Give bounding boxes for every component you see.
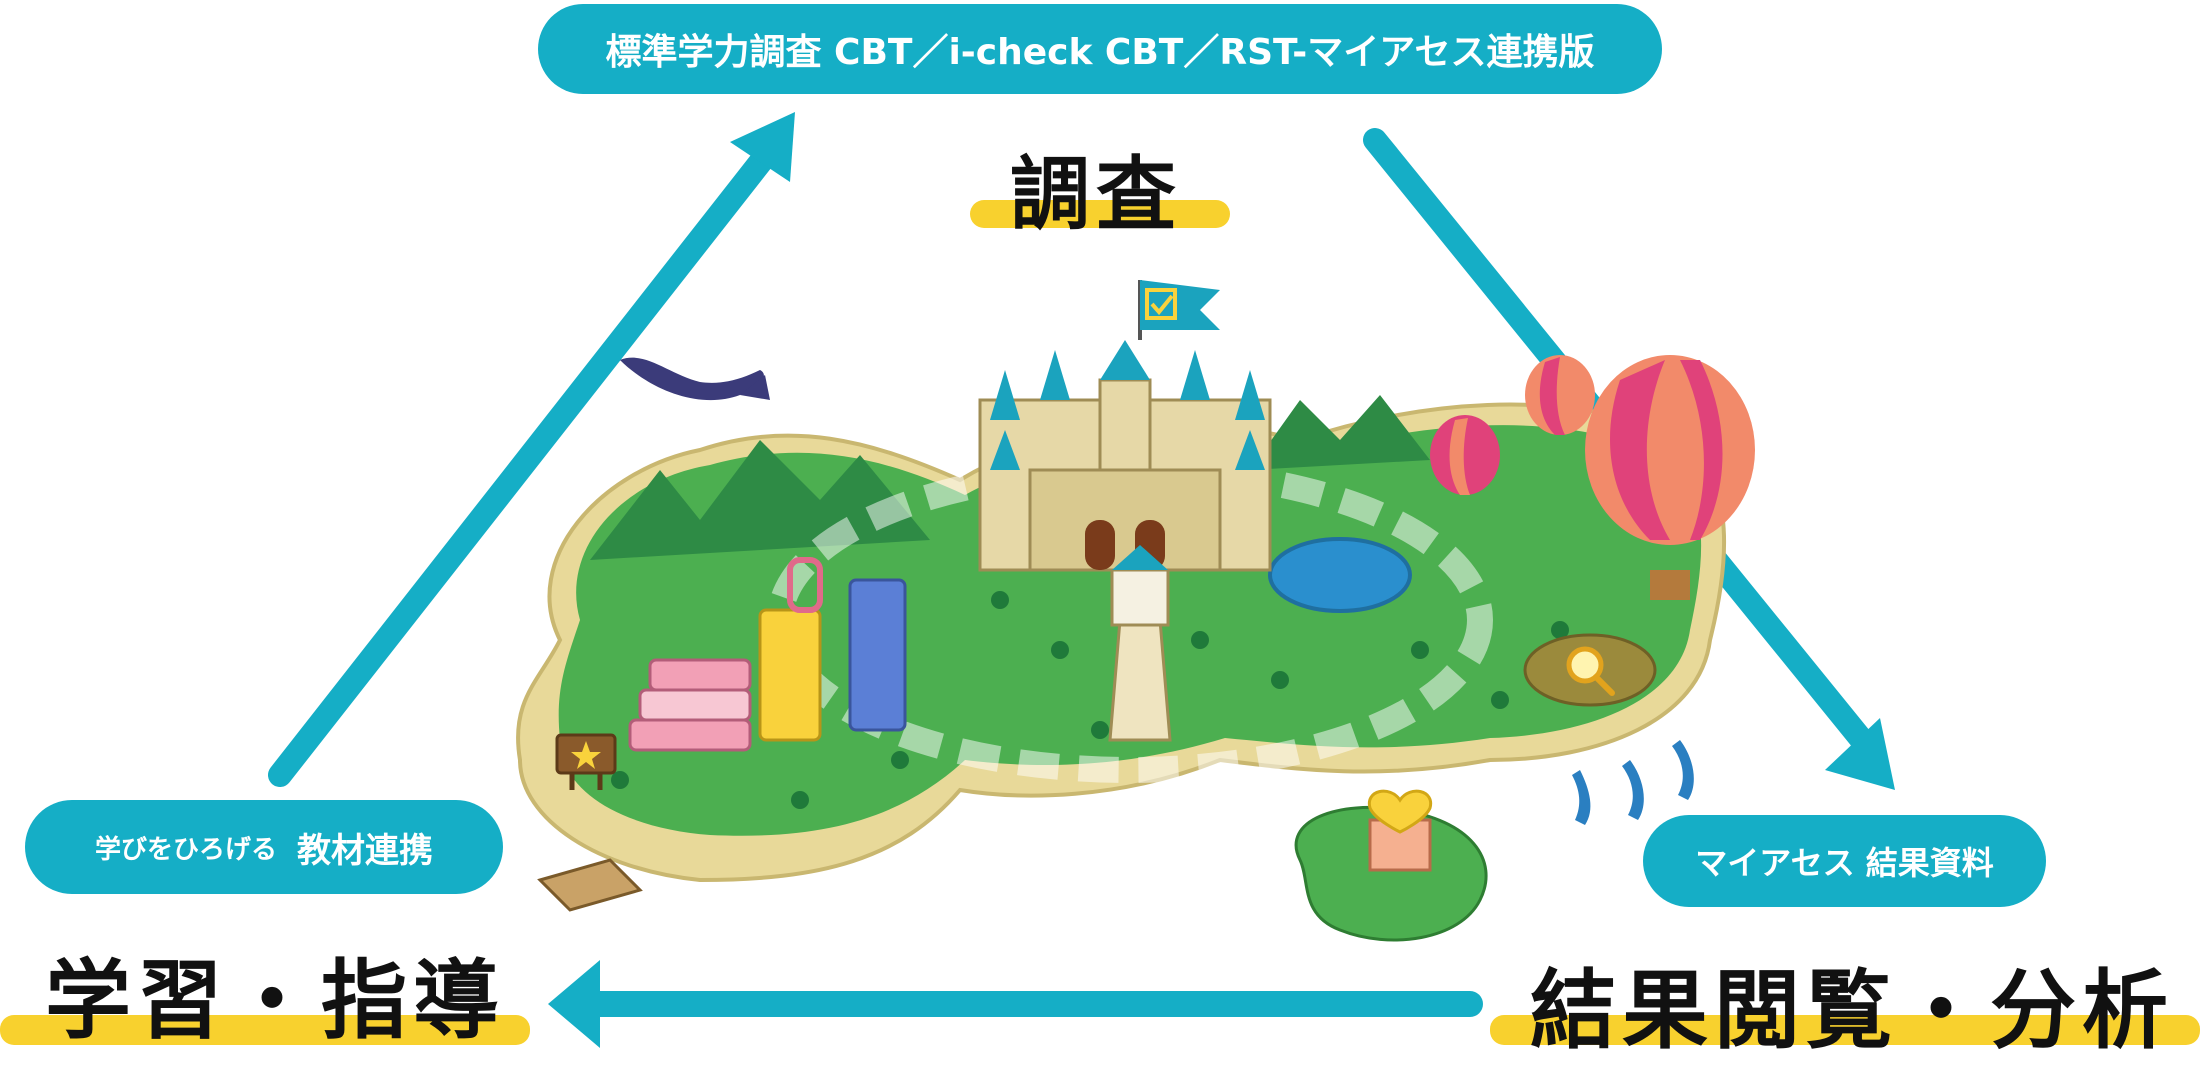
top-survey-pill: 標準学力調査 CBT／i-check CBT／RST-マイアセス連携版 [538,4,1662,94]
star-sign-icon [555,733,617,790]
materials-link-pill: 学びをひろげる 教材連携 [25,800,503,894]
results-material-pill: マイアセス 結果資料 [1643,815,2046,907]
survey-highlight [970,200,1230,228]
hot-air-balloons [1430,355,1755,600]
results-highlight [1490,1015,2200,1045]
materials-link-prefix: 学びをひろげる [94,834,277,865]
flag-check-icon [1145,288,1177,320]
whale [620,357,770,401]
heart-house-icon [1367,789,1433,834]
castle [978,280,1272,572]
stage-results-label: 結果閲覧・分析 [1530,961,2174,1061]
raft [537,858,643,912]
arrow-up-left [268,112,795,787]
arrow-left [548,960,1483,1048]
materials-link-main: 教材連携 [297,830,433,871]
top-survey-pill-label: 標準学力調査 CBT／i-check CBT／RST-マイアセス連携版 [605,32,1595,73]
heart-island [1294,789,1488,942]
books-stack [628,557,907,752]
lighthouse [1108,545,1172,742]
magnifier-field [1523,633,1657,707]
results-material-pill-label: マイアセス 結果資料 [1695,844,1994,882]
dolphins [1572,740,1694,825]
magnifier-icon [1566,646,1604,684]
learning-highlight [0,1015,530,1045]
stage-survey-label: 調査 [1010,148,1182,241]
stage-learning-label: 学習・指導 [45,951,505,1051]
